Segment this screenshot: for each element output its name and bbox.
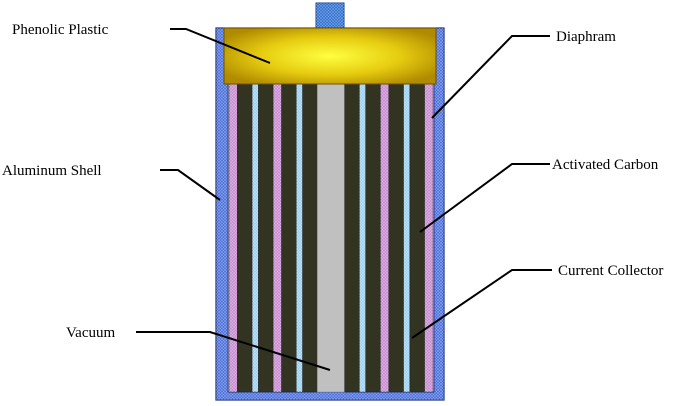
diaphram-texture-1 [229, 84, 238, 392]
activated-carbon-layer-2 [258, 83, 274, 393]
activated-carbon-layer-1 [237, 83, 253, 393]
label-activated-carbon: Activated Carbon [552, 157, 659, 173]
diaphram-texture-3 [380, 84, 389, 392]
leader-phenolic-plastic [170, 28, 271, 64]
label-vacuum: Vacuum [66, 325, 115, 341]
label-diaphram: Diaphram [556, 29, 616, 45]
phenolic-plastic-cap [223, 27, 437, 85]
label-current-collector: Current Collector [558, 263, 663, 279]
terminal-mesh [316, 3, 344, 31]
vacuum-layer-1 [317, 83, 345, 393]
activated-carbon-layer-5 [344, 83, 360, 393]
electrode-layers [228, 83, 434, 393]
label-phenolic-plastic: Phenolic Plastic [12, 22, 109, 38]
leader-activated-carbon [419, 163, 550, 233]
current-collector-texture-2 [296, 84, 303, 392]
activated-carbon-layer-4 [302, 83, 318, 393]
leader-current-collector [411, 269, 552, 339]
current-collector-texture-4 [403, 84, 410, 392]
leader-aluminum-shell [160, 169, 221, 201]
current-collector-texture-3 [359, 84, 366, 392]
activated-carbon-layer-7 [388, 83, 404, 393]
activated-carbon-layer-6 [365, 83, 381, 393]
current-collector-texture-1 [252, 84, 259, 392]
activated-carbon-layer-8 [409, 83, 425, 393]
leader-diaphram [431, 35, 550, 119]
diaphram-texture-4 [424, 84, 433, 392]
leader-vacuum [136, 331, 331, 371]
label-aluminum-shell: Aluminum Shell [2, 163, 102, 179]
diaphram-texture-2 [273, 84, 282, 392]
activated-carbon-layer-3 [281, 83, 297, 393]
